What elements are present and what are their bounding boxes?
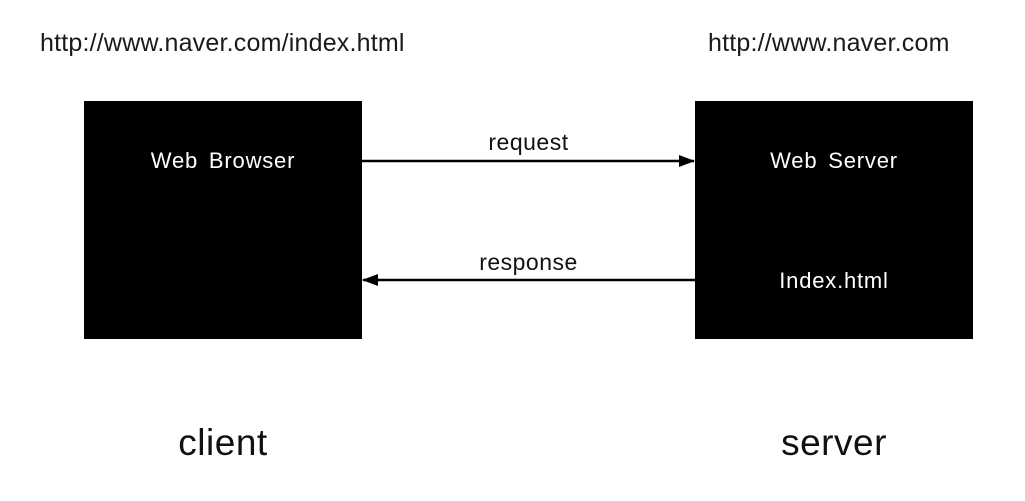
server-url-label: http://www.naver.com	[708, 29, 950, 57]
server-caption: server	[781, 422, 887, 463]
server-file-label: Index.html	[779, 268, 889, 293]
request-arrow-label: request	[488, 129, 569, 155]
server-node-title: Web Server	[770, 148, 898, 173]
client-node-title: Web Browser	[150, 148, 296, 173]
client-caption: client	[178, 422, 268, 463]
response-arrow-label: response	[479, 249, 578, 275]
client-url-label: http://www.naver.com/index.html	[40, 29, 405, 57]
client-node-box: Web Browser	[84, 101, 362, 339]
server-node-box: Web Server Index.html	[695, 101, 973, 339]
